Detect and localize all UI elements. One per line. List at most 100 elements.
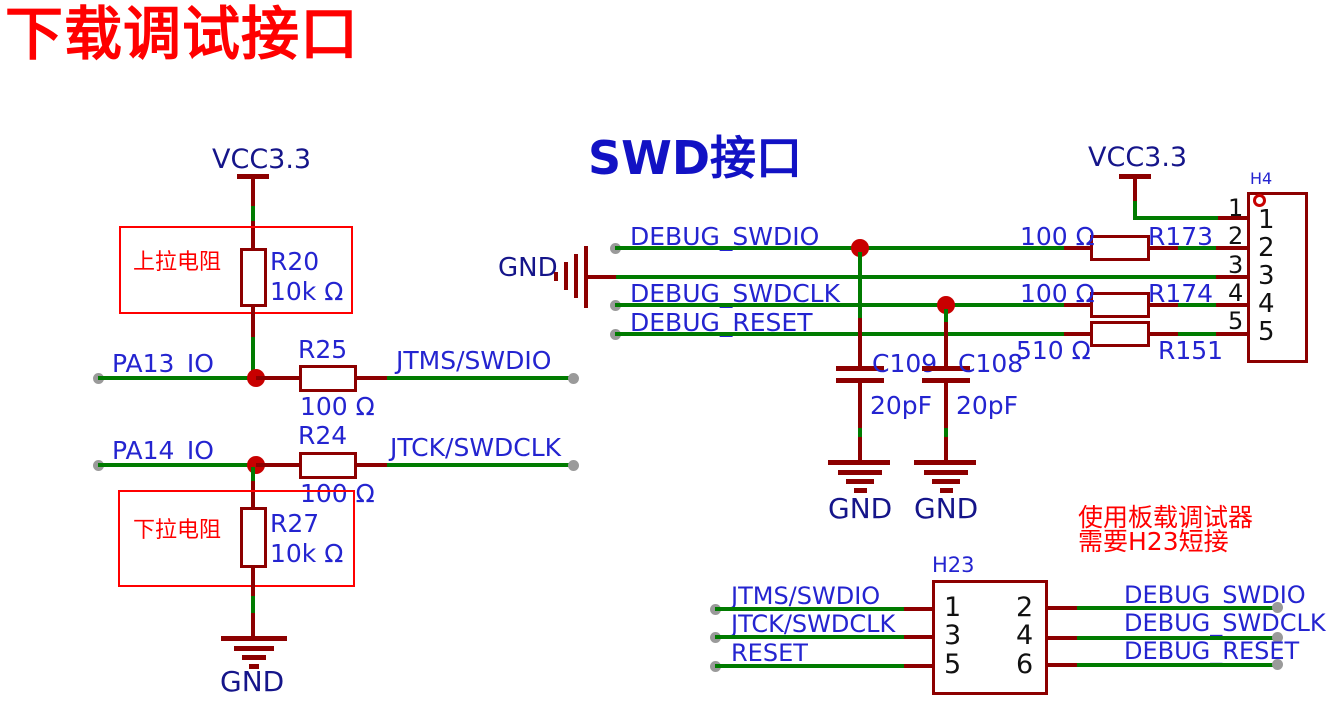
wire-segment	[715, 607, 904, 611]
wire-segment	[615, 246, 1064, 250]
pin-wire	[1216, 303, 1247, 307]
h23-pin-number: 2	[1016, 592, 1034, 623]
gnd-symbol	[234, 646, 274, 651]
gnd-net-label: GND	[498, 253, 558, 283]
gnd-symbol	[554, 272, 558, 281]
pin-wire	[944, 322, 948, 367]
h4-connector-body	[1247, 192, 1308, 363]
wire-segment	[1077, 636, 1278, 640]
r24-value: 100 Ω	[300, 479, 375, 508]
r20-resistor-symbol	[240, 248, 267, 307]
pin-wire	[251, 613, 255, 638]
gnd-net-label: GND	[220, 665, 285, 698]
pin-wire	[357, 463, 387, 467]
pin-wire	[256, 463, 301, 467]
pin-wire	[251, 221, 255, 249]
c109-value: 20pF	[870, 391, 933, 420]
debug-reset-net-label: DEBUG_RESET	[1124, 637, 1300, 665]
h23-note-line1: 使用板载调试器	[1078, 503, 1254, 532]
c109-ref: C109	[872, 349, 938, 378]
pin-wire	[1150, 303, 1178, 307]
h23-ref: H23	[932, 553, 975, 577]
net-endpoint-dot	[568, 460, 579, 471]
gnd-symbol	[924, 470, 968, 475]
pin-wire	[1048, 636, 1077, 640]
gnd-symbol	[221, 636, 287, 641]
r25-ref: R25	[298, 335, 348, 364]
vcc33-net-label: VCC3.3	[1088, 142, 1188, 173]
net-endpoint-dot	[1272, 602, 1283, 613]
pin-wire	[251, 305, 255, 337]
h4-pin-number: 2	[1258, 233, 1275, 263]
pa14-net-label: PA14_IO	[112, 436, 214, 465]
h4-pad-number: 4	[1228, 279, 1244, 307]
c108-value: 20pF	[956, 391, 1019, 420]
r173-ref: R173	[1148, 222, 1214, 251]
vcc33-net-label: VCC3.3	[212, 144, 312, 175]
gnd-symbol	[574, 254, 578, 298]
wire-segment	[98, 376, 257, 380]
pin-wire	[904, 635, 932, 639]
debug-swdio-net-label: DEBUG_SWDIO	[630, 222, 820, 251]
gnd-net-label: GND	[914, 492, 979, 525]
wire-segment	[1178, 246, 1216, 250]
wire-segment	[251, 337, 255, 378]
pin-wire	[1150, 246, 1178, 250]
wire-segment	[858, 252, 862, 318]
jtck-net-label: JTCK/SWDCLK	[731, 610, 896, 638]
c109-capacitor-symbol	[836, 378, 884, 383]
gnd-symbol	[242, 655, 266, 660]
r20-value: 10k Ω	[270, 277, 344, 306]
r173-value: 100 Ω	[1020, 222, 1095, 251]
r174-ref: R174	[1148, 279, 1214, 308]
pullup-annotation-label: 上拉电阻	[133, 250, 222, 275]
wire-segment	[251, 596, 255, 613]
h4-pad-number: 5	[1228, 307, 1244, 335]
wire-segment	[1133, 201, 1137, 220]
wire-segment	[1133, 216, 1218, 220]
pin-wire	[1048, 606, 1077, 610]
r24-resistor-symbol	[299, 452, 357, 479]
wire-segment	[1077, 663, 1278, 667]
r151-ref: R151	[1158, 336, 1224, 365]
r174-resistor-symbol	[1090, 292, 1150, 318]
pullup-annotation-box	[119, 226, 353, 314]
pin-wire	[1216, 275, 1247, 279]
pin-wire	[1064, 246, 1090, 250]
pin-wire	[1150, 332, 1178, 336]
pin-wire	[251, 179, 255, 206]
gnd-symbol	[932, 479, 960, 484]
wire-segment	[715, 664, 904, 668]
power-symbol-bar	[1119, 174, 1151, 179]
pin-wire	[1216, 332, 1247, 336]
gnd-net-label: GND	[828, 492, 893, 525]
jtms-net-label: JTMS/SWDIO	[731, 582, 881, 610]
gnd-symbol	[838, 470, 882, 475]
jtck-net-label: JTCK/SWDCLK	[390, 433, 562, 462]
r27-resistor-symbol	[240, 507, 267, 568]
h23-pin-number: 3	[944, 620, 962, 651]
debug-reset-net-label: DEBUG_RESET	[630, 308, 813, 337]
page-title: 下载调试接口	[5, 0, 360, 68]
h4-ref: H4	[1250, 169, 1273, 188]
pin-wire	[904, 664, 932, 668]
h23-pin-number: 6	[1016, 649, 1034, 680]
wire-segment	[944, 428, 948, 437]
gnd-symbol	[846, 479, 874, 484]
h23-pin-number: 1	[944, 592, 962, 623]
reset-net-label: RESET	[731, 639, 808, 667]
gnd-symbol	[940, 488, 953, 493]
gnd-symbol	[828, 460, 890, 465]
pin-wire	[944, 383, 948, 462]
net-endpoint-dot	[1272, 632, 1283, 643]
wire-segment	[98, 463, 257, 467]
pin-wire	[251, 566, 255, 596]
c108-capacitor-symbol	[922, 366, 970, 371]
r151-value: 510 Ω	[1016, 336, 1091, 365]
h23-pin-number: 5	[944, 649, 962, 680]
wire-segment	[615, 303, 1064, 307]
pin-wire	[588, 275, 616, 279]
pin-wire	[1218, 216, 1247, 220]
wire-segment	[615, 332, 1064, 336]
